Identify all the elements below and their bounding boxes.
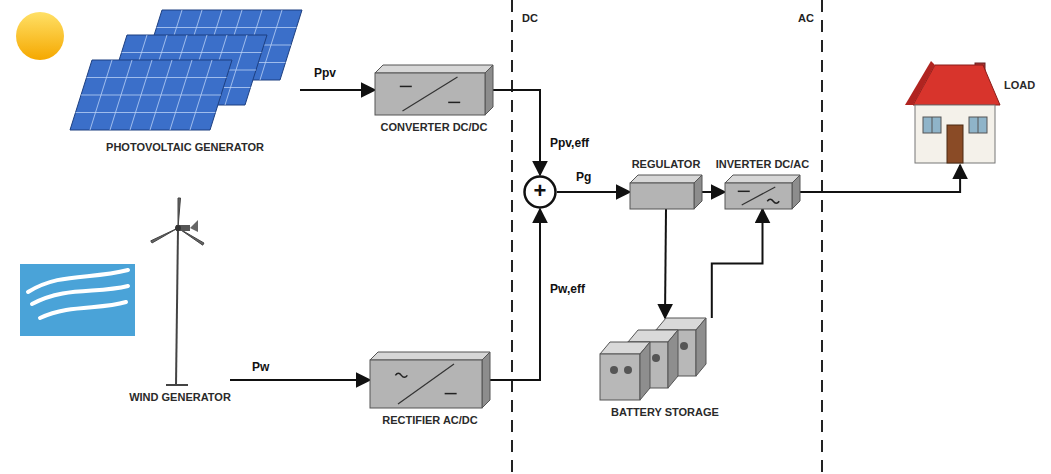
box-shape — [630, 175, 702, 209]
component-label: PHOTOVOLTAIC GENERATOR — [106, 141, 264, 153]
battery-shape — [600, 318, 730, 400]
power-label: Pg — [574, 170, 593, 184]
load-house: LOAD — [905, 55, 1000, 165]
battery-storage: BATTERY STORAGE — [600, 318, 730, 400]
power-flow-line — [490, 209, 540, 380]
box-shape — [370, 352, 490, 408]
summing-node: + — [523, 175, 557, 209]
rectifier-box: RECTIFIER AC/DC — [370, 352, 490, 408]
box-shape — [375, 65, 493, 115]
power-label: Ppv,eff — [548, 136, 591, 150]
power-flow-line — [702, 191, 725, 193]
pv-generator: PHOTOVOLTAIC GENERATOR — [70, 10, 300, 135]
ac-boundary — [821, 0, 823, 474]
power-label: Ppv — [312, 66, 338, 80]
power-flow-line — [800, 165, 960, 192]
wind-generator: WIND GENERATOR — [130, 190, 230, 385]
house-shape — [905, 55, 1000, 165]
wind-symbol — [20, 264, 135, 336]
power-flow-line — [665, 209, 666, 318]
regulator-box: REGULATOR — [630, 175, 702, 209]
component-label: CONVERTER DC/DC — [381, 121, 488, 133]
power-flow-line — [230, 379, 370, 381]
sun-icon — [16, 12, 64, 60]
component-label: INVERTER DC/AC — [716, 158, 810, 170]
power-flow-line — [557, 191, 630, 193]
converter-box: CONVERTER DC/DC — [375, 65, 493, 115]
power-flow-line — [493, 90, 540, 175]
sum-symbol: + — [534, 178, 547, 204]
region-label: AC — [796, 12, 816, 24]
box-shape — [725, 175, 800, 209]
wind-shape — [130, 190, 230, 385]
inverter-box: INVERTER DC/AC — [725, 175, 800, 209]
region-label: DC — [520, 12, 540, 24]
pv-shape — [70, 10, 300, 135]
component-label: WIND GENERATOR — [129, 391, 231, 403]
component-label: RECTIFIER AC/DC — [382, 414, 478, 426]
dc-boundary — [511, 0, 513, 474]
component-label: REGULATOR — [632, 158, 701, 170]
power-flow-line — [300, 89, 375, 91]
power-flow-line — [712, 209, 763, 318]
component-label: LOAD — [1004, 79, 1035, 91]
power-label: Pw — [250, 360, 271, 374]
component-label: BATTERY STORAGE — [611, 406, 719, 418]
power-label: Pw,eff — [548, 282, 587, 296]
